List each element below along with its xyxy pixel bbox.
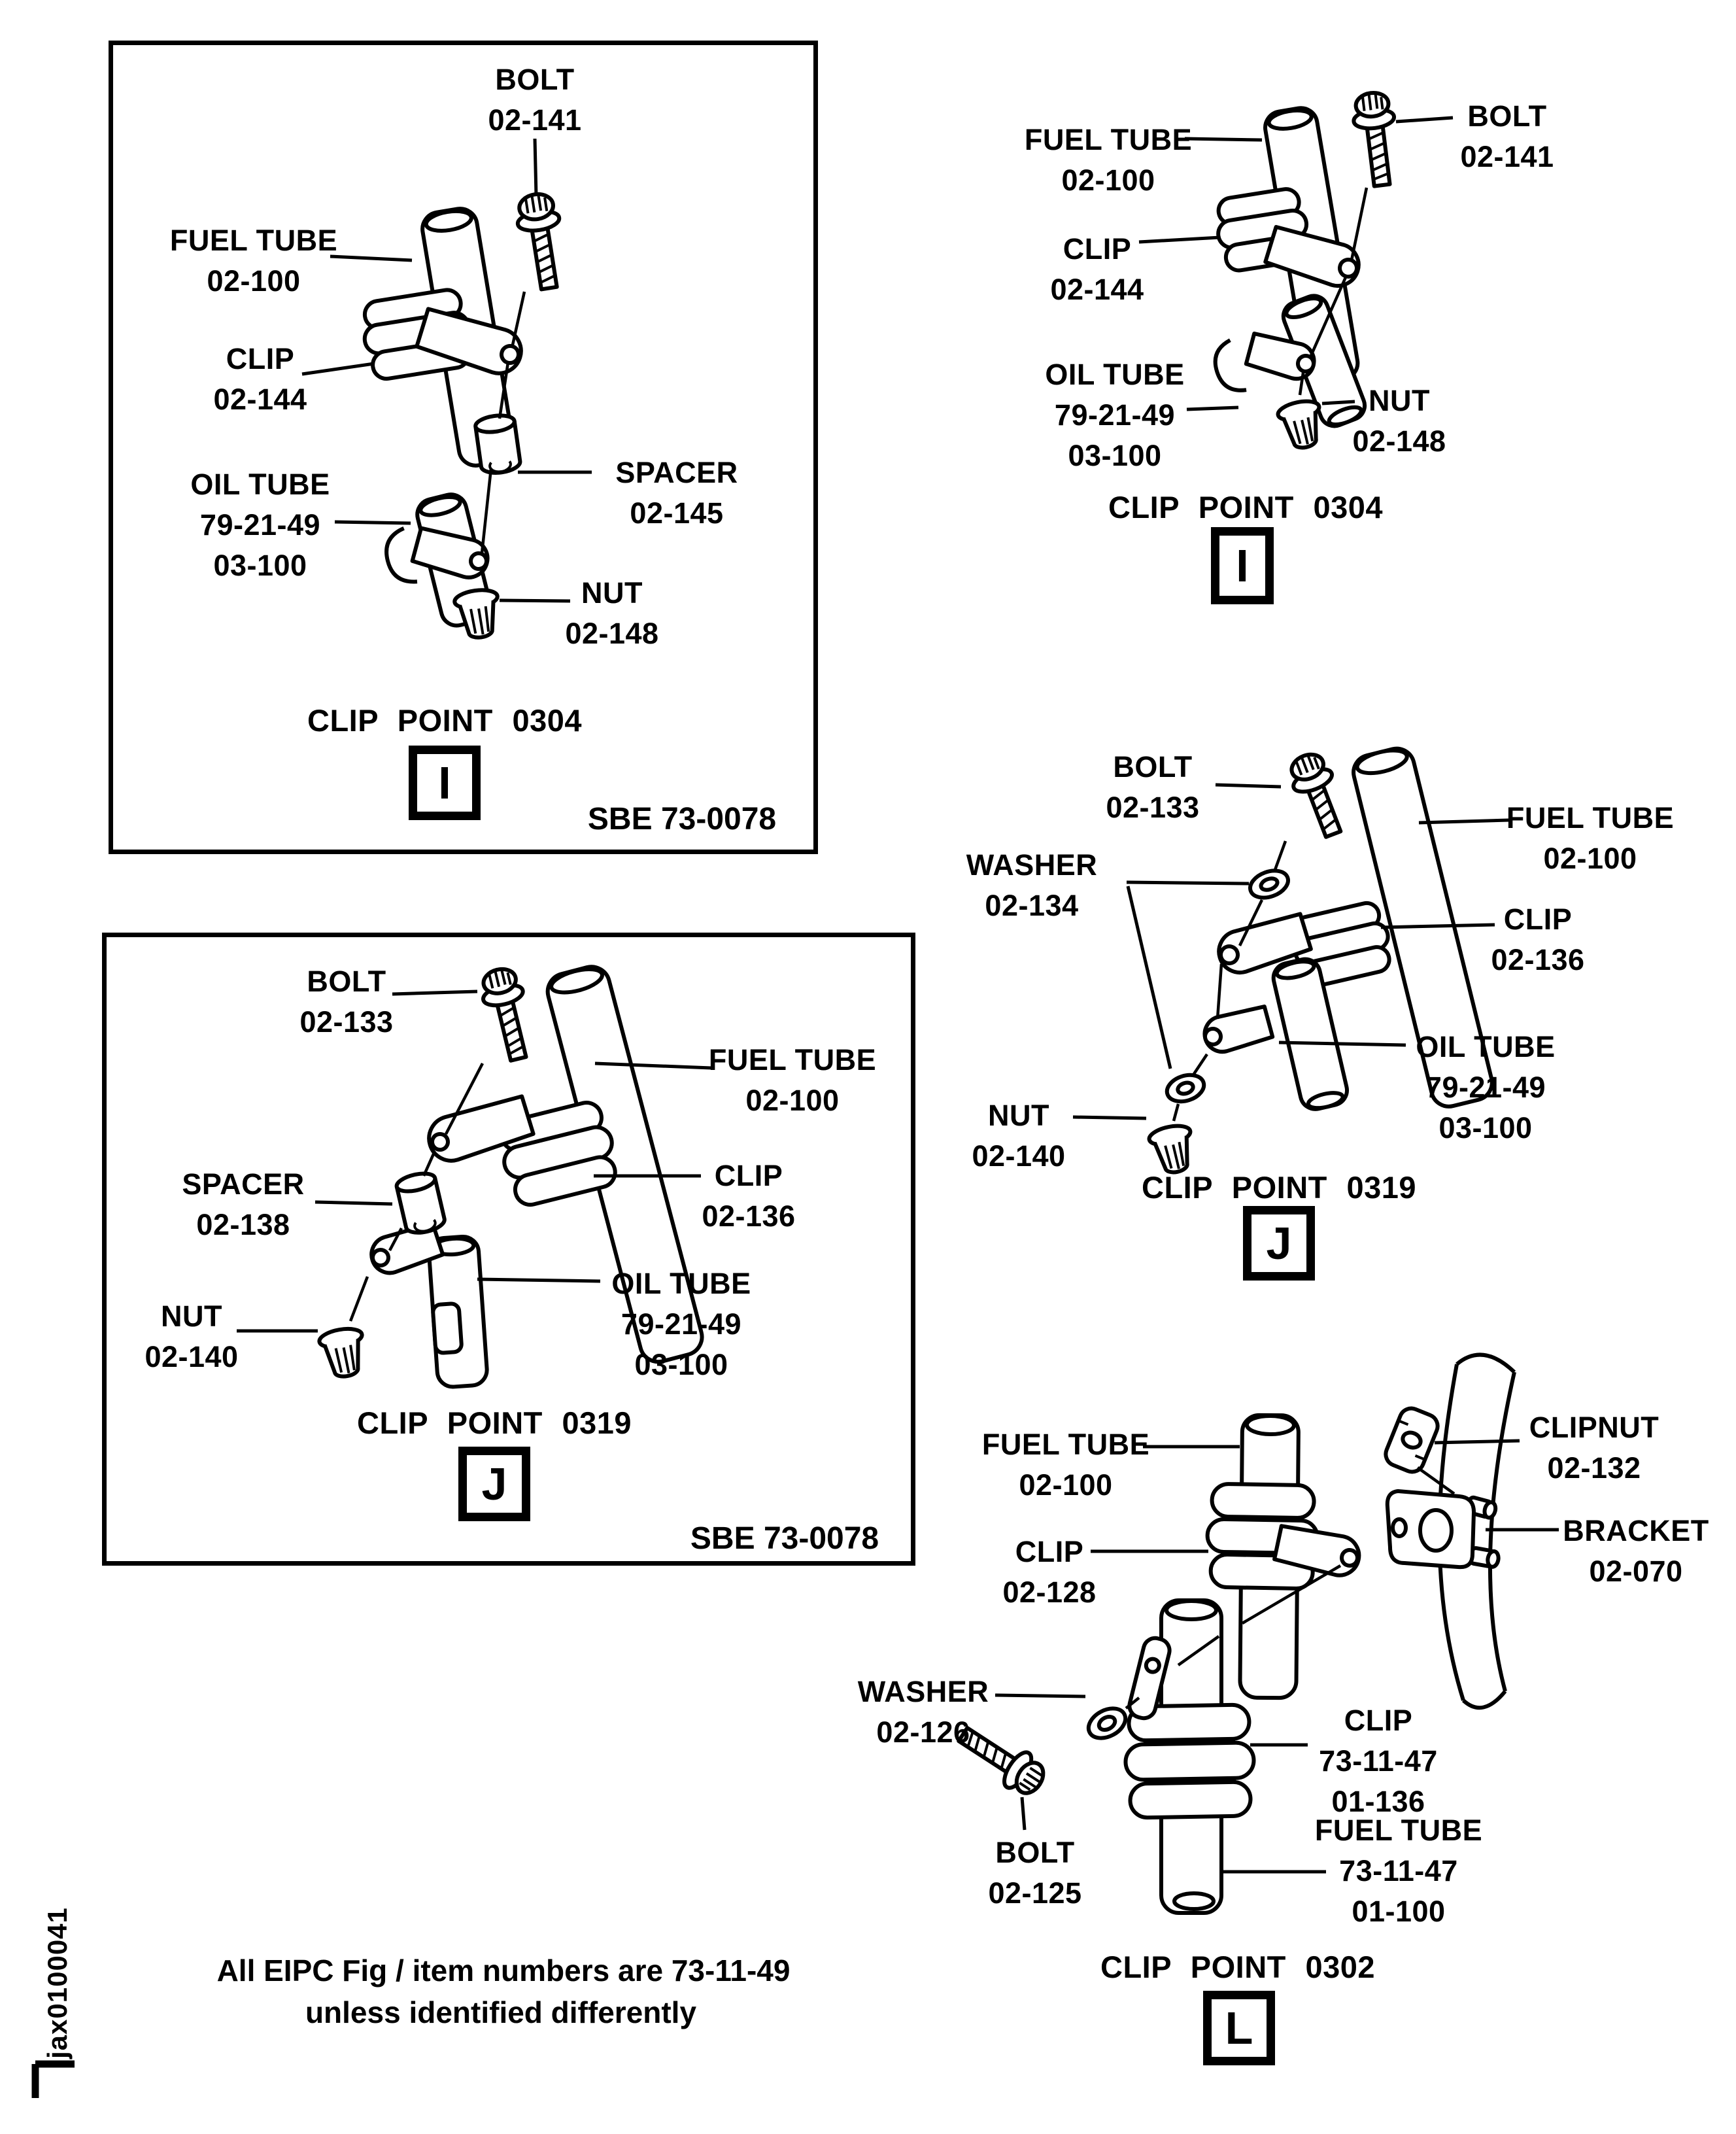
panel-a-drawing bbox=[301, 138, 592, 640]
footer-note-line1: All EIPC Fig / item numbers are 73-11-49 bbox=[216, 1953, 791, 1988]
caption-clip-point: CLIP POINT 0304 bbox=[1108, 490, 1383, 525]
bolt-drawing bbox=[957, 1726, 1046, 1795]
label-fuel-tube: FUEL TUBE 02-100 bbox=[1024, 123, 1193, 197]
label-washer: WASHER 02-134 bbox=[966, 848, 1098, 922]
oil-tube-ear bbox=[1244, 332, 1316, 381]
label-fuel-tube: FUEL TUBE 02-100 bbox=[708, 1043, 877, 1117]
label-oil-tube: OIL TUBE 79-21-49 03-100 bbox=[1045, 358, 1185, 472]
clip-strip-drawing bbox=[1127, 1636, 1172, 1721]
bolt-drawing bbox=[481, 967, 528, 1063]
label-clip-2: CLIP 73-11-47 01-136 bbox=[1319, 1704, 1438, 1818]
oil-tube-ear bbox=[410, 526, 490, 579]
bolt-drawing bbox=[1352, 90, 1397, 188]
sbe-reference: SBE 73-0078 bbox=[587, 802, 777, 836]
label-clipnut: CLIPNUT 02-132 bbox=[1529, 1411, 1659, 1485]
label-washer: WASHER 02-126 bbox=[857, 1675, 989, 1749]
spacer-drawing bbox=[394, 1171, 447, 1235]
corner-mark bbox=[31, 2060, 75, 2098]
oil-tube-sleeve bbox=[384, 526, 418, 584]
nut-drawing bbox=[1147, 1124, 1193, 1175]
key-letter-box: J bbox=[458, 1447, 530, 1521]
footer-note-line2: unless identified differently bbox=[305, 1995, 697, 2029]
label-clip: CLIP 02-128 bbox=[1002, 1535, 1097, 1609]
caption-clip-point: CLIP POINT 0319 bbox=[1142, 1170, 1416, 1205]
label-nut: NUT 02-140 bbox=[972, 1099, 1066, 1173]
clip-2-drawing bbox=[1123, 1702, 1256, 1820]
key-letter-box: L bbox=[1203, 1991, 1275, 2065]
oil-tube-sleeve bbox=[431, 1301, 464, 1355]
washer-drawing bbox=[1165, 1073, 1206, 1104]
bolt-drawing bbox=[515, 192, 562, 292]
label-clip: CLIP 02-136 bbox=[1491, 903, 1585, 976]
label-clip: CLIP 02-144 bbox=[213, 342, 307, 416]
nut-drawing bbox=[317, 1326, 364, 1379]
clip-drawing bbox=[1292, 901, 1391, 988]
label-spacer: SPACER 02-145 bbox=[615, 456, 738, 530]
nut-drawing bbox=[452, 588, 500, 640]
caption-clip-point: CLIP POINT 0319 bbox=[357, 1405, 632, 1440]
label-fuel-tube: FUEL TUBE 02-100 bbox=[169, 224, 338, 298]
label-spacer: SPACER 02-138 bbox=[182, 1167, 305, 1241]
label-fuel-tube: FUEL TUBE 02-100 bbox=[1506, 801, 1675, 875]
label-nut: NUT 02-148 bbox=[1352, 384, 1446, 458]
label-oil-tube: OIL TUBE 79-21-49 03-100 bbox=[190, 468, 330, 582]
panel-frame-mid-left bbox=[102, 933, 915, 1566]
oil-tube-sleeve bbox=[1213, 338, 1247, 392]
bolt-drawing bbox=[1289, 752, 1343, 839]
label-fuel-tube-2: FUEL TUBE 73-11-47 01-100 bbox=[1314, 1814, 1483, 1928]
label-nut: NUT 02-148 bbox=[565, 576, 659, 650]
oil-tube-ear bbox=[369, 1221, 445, 1275]
label-bolt: BOLT 02-141 bbox=[488, 63, 582, 137]
label-oil-tube: OIL TUBE 79-21-49 03-100 bbox=[611, 1267, 751, 1381]
sbe-reference: SBE 73-0078 bbox=[690, 1521, 879, 1556]
caption-clip-point: CLIP POINT 0304 bbox=[307, 703, 582, 738]
panel-d-drawing bbox=[1072, 746, 1510, 1175]
washer-drawing bbox=[1248, 869, 1290, 900]
panel-b-drawing bbox=[1138, 90, 1454, 450]
panel-c-drawing bbox=[237, 965, 712, 1389]
key-letter-box: I bbox=[409, 746, 481, 820]
label-bolt: BOLT 02-125 bbox=[988, 1836, 1082, 1910]
clipnut-drawing bbox=[1384, 1406, 1440, 1474]
label-oil-tube: OIL TUBE 79-21-49 03-100 bbox=[1416, 1030, 1556, 1144]
key-letter-box: J bbox=[1243, 1206, 1315, 1281]
clip-tab-drawing bbox=[427, 1094, 536, 1163]
label-clip: CLIP 02-136 bbox=[702, 1159, 796, 1233]
label-clip: CLIP 02-144 bbox=[1050, 232, 1144, 306]
side-image-code: jax0100041 bbox=[42, 1907, 73, 2059]
washer-drawing bbox=[1086, 1706, 1128, 1740]
panel-e-drawing bbox=[957, 1352, 1559, 1915]
label-bolt: BOLT 02-133 bbox=[299, 965, 394, 1039]
label-fuel-tube: FUEL TUBE 02-100 bbox=[981, 1428, 1150, 1502]
clip-tab-drawing bbox=[1272, 1524, 1361, 1577]
label-bolt: BOLT 02-141 bbox=[1460, 99, 1554, 173]
oil-tube-drawing bbox=[1271, 957, 1349, 1111]
clip-tab-drawing bbox=[1263, 224, 1361, 288]
panel-frame-top-left bbox=[109, 41, 818, 854]
key-letter-box: I bbox=[1211, 527, 1274, 604]
caption-clip-point: CLIP POINT 0302 bbox=[1100, 1950, 1375, 1984]
clip-drawing bbox=[500, 1101, 617, 1207]
bracket-drawing bbox=[1385, 1489, 1501, 1570]
oil-tube-ear bbox=[1202, 1005, 1275, 1054]
label-nut: NUT 02-140 bbox=[145, 1299, 239, 1373]
label-bracket: BRACKET 02-070 bbox=[1563, 1514, 1709, 1588]
clip-tab-drawing bbox=[1217, 912, 1313, 975]
spacer-drawing bbox=[473, 413, 522, 475]
nut-drawing bbox=[1276, 399, 1321, 450]
label-bolt: BOLT 02-133 bbox=[1106, 750, 1200, 824]
